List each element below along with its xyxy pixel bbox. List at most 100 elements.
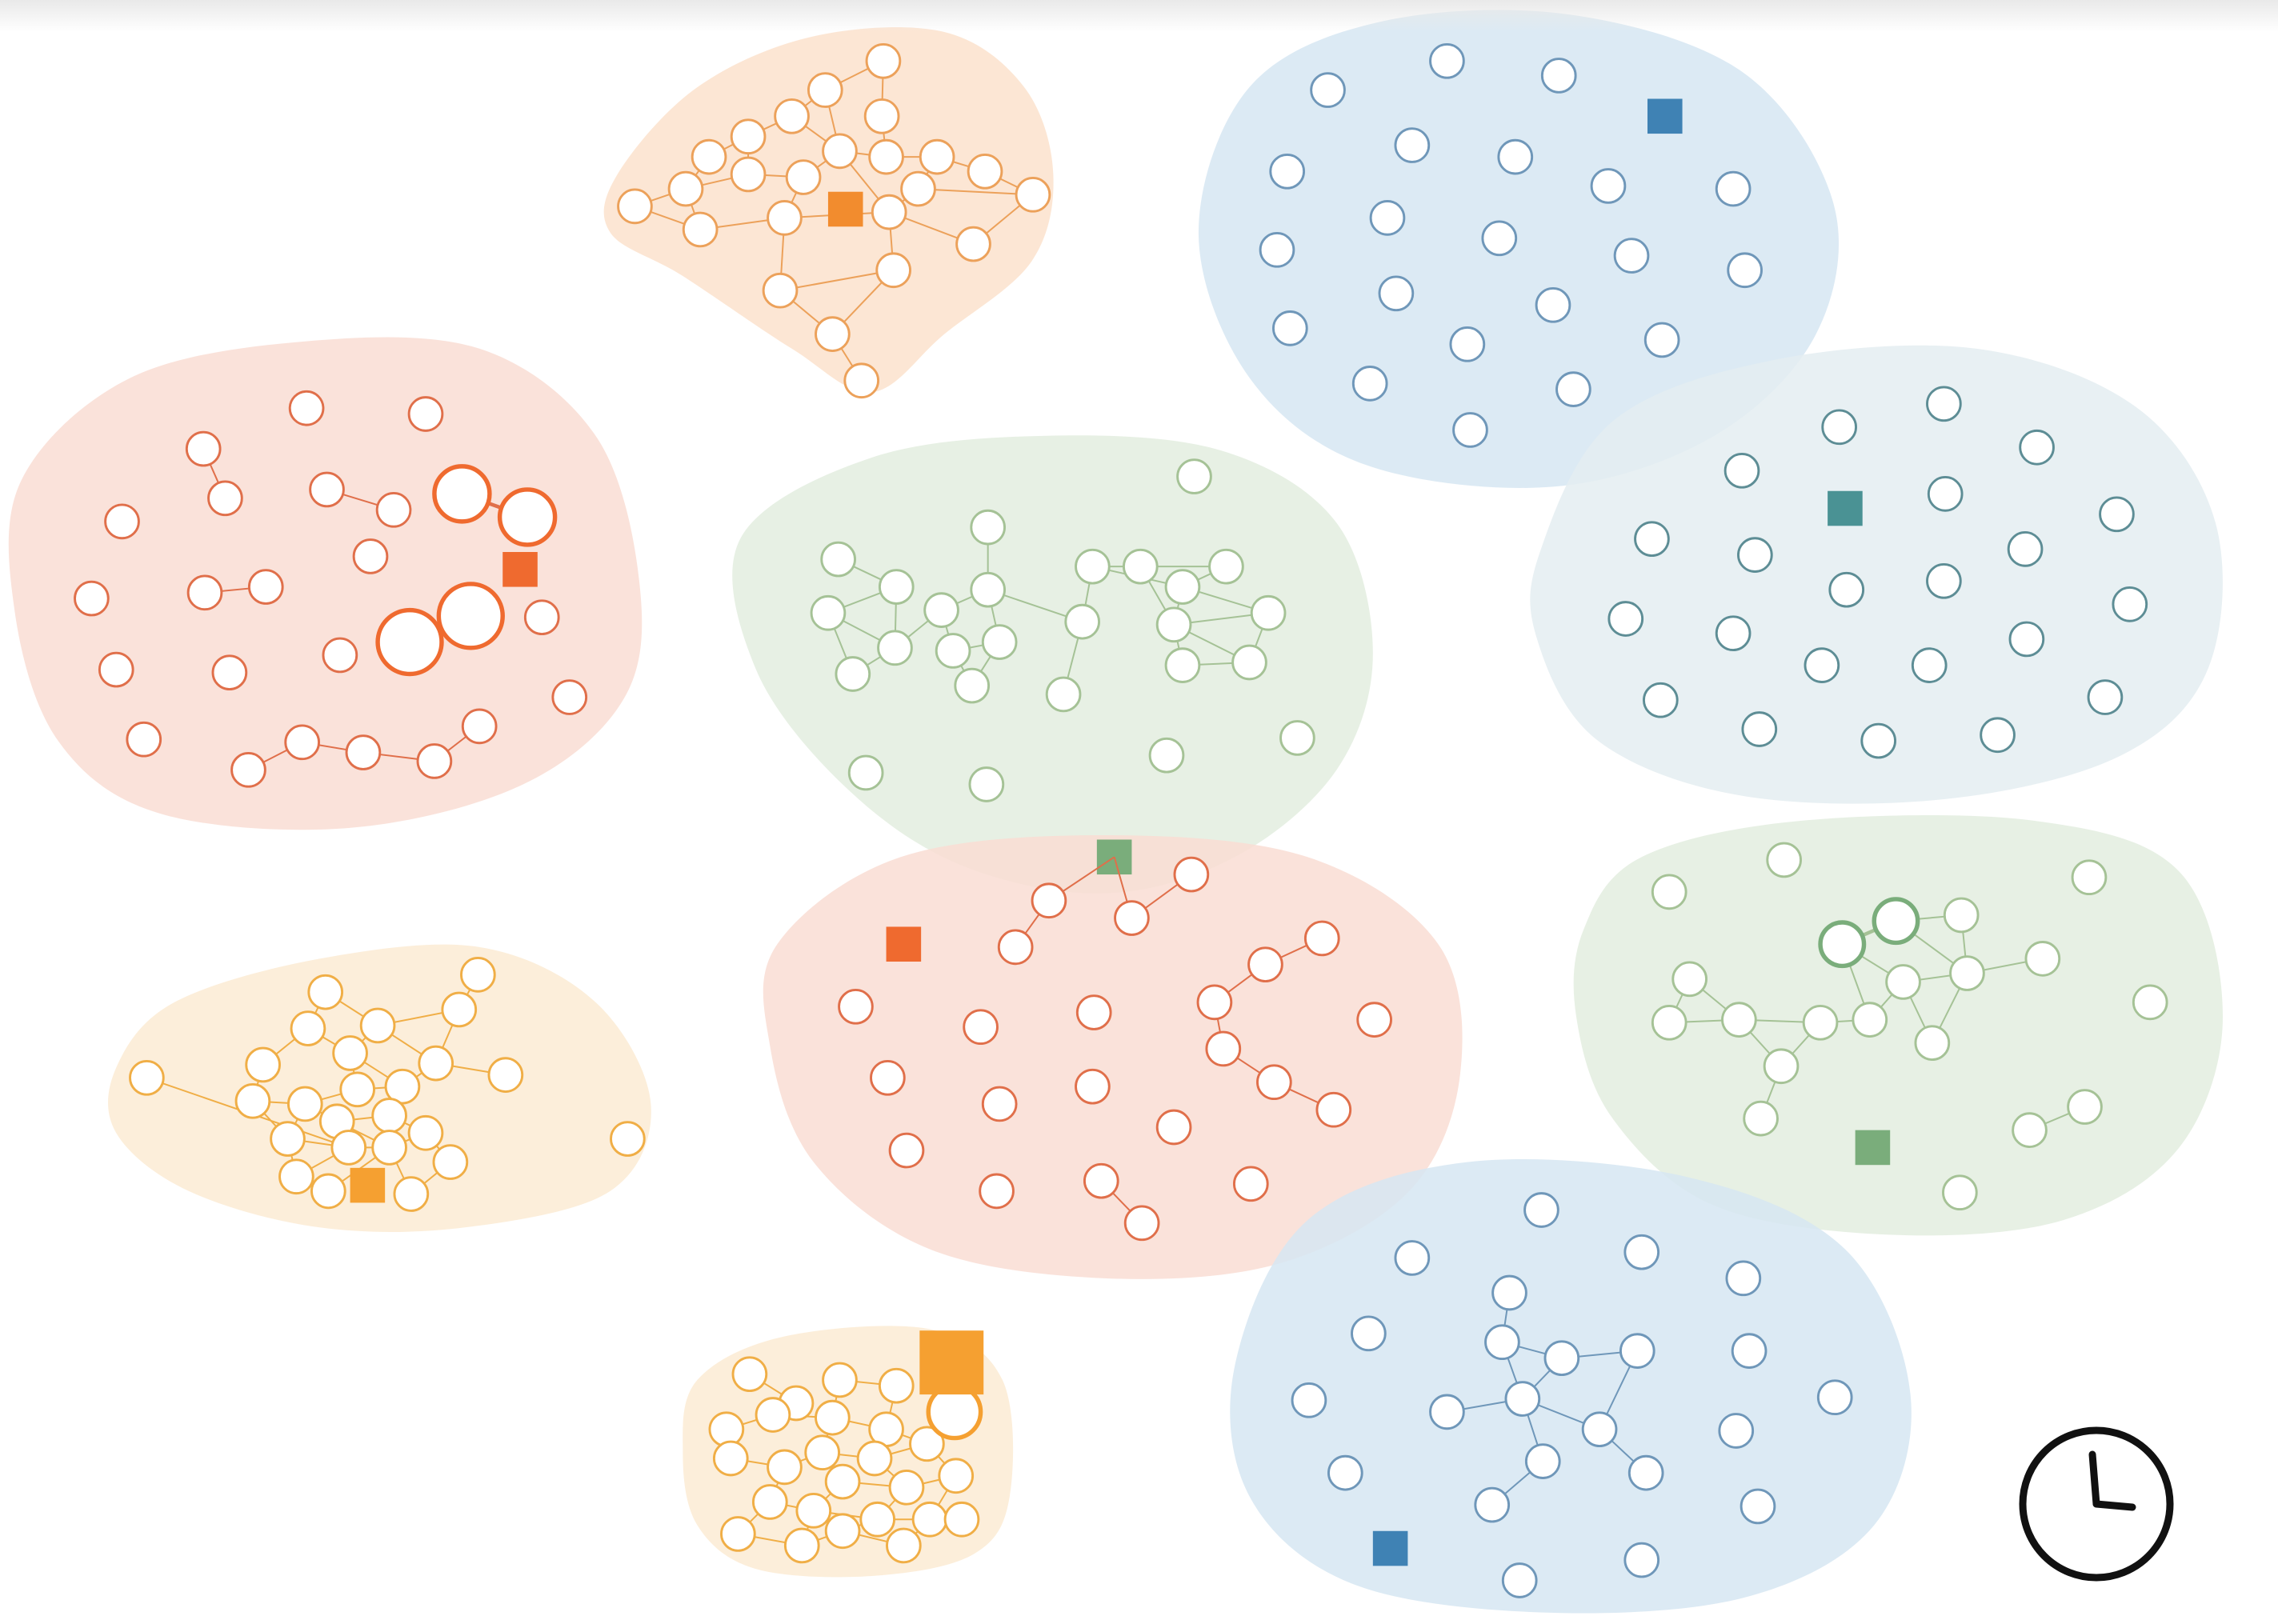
node [981, 1086, 1018, 1122]
node [878, 1367, 915, 1404]
node [1369, 200, 1406, 236]
node [1581, 1411, 1618, 1448]
node [1619, 1333, 1655, 1369]
cluster-graph-blue-bottom [1291, 1192, 1853, 1598]
node [1429, 1394, 1465, 1430]
cluster-graph-amber-bottom [708, 1330, 984, 1564]
node [384, 1068, 421, 1105]
node [919, 138, 955, 175]
node [1721, 1002, 1757, 1038]
node [1715, 615, 1752, 652]
node [286, 1086, 323, 1122]
square-amber [350, 1167, 386, 1203]
square-blue [1647, 98, 1683, 134]
node [979, 1173, 1015, 1210]
node [1114, 900, 1150, 936]
node [1634, 521, 1670, 557]
node [1535, 286, 1571, 323]
node [878, 569, 915, 605]
node [1075, 994, 1112, 1030]
clusters-layer [8, 10, 2224, 1614]
node [310, 1173, 346, 1210]
node [935, 633, 971, 669]
node [730, 156, 767, 193]
node [1802, 1004, 1839, 1041]
node [352, 538, 389, 574]
node [523, 599, 560, 636]
node [1484, 1324, 1520, 1361]
node [923, 592, 959, 628]
node [290, 1010, 326, 1046]
node [1718, 1413, 1755, 1449]
node [822, 133, 858, 170]
node [1075, 548, 1111, 585]
node [1497, 138, 1534, 175]
node [730, 118, 767, 155]
node [783, 1527, 820, 1564]
node [375, 492, 412, 528]
node [432, 1144, 469, 1180]
node [968, 766, 1005, 802]
node [1607, 601, 1644, 637]
node [1164, 647, 1201, 683]
cluster-graph-teal-right [1607, 386, 2148, 759]
node [1926, 386, 1962, 422]
node [1231, 644, 1267, 681]
node [838, 988, 874, 1025]
node [407, 396, 444, 432]
node [1045, 676, 1082, 713]
node [617, 188, 653, 225]
node [815, 1399, 851, 1436]
node [886, 1527, 922, 1564]
node [1943, 897, 1980, 934]
node-highlighted [497, 487, 558, 547]
node [1291, 1382, 1327, 1418]
node [767, 1449, 803, 1486]
node [1394, 127, 1431, 163]
node [1279, 720, 1315, 756]
square-coral [502, 551, 538, 587]
node [822, 1362, 858, 1398]
node [284, 724, 320, 761]
node [126, 721, 162, 758]
cluster-blue-bottom [1230, 1159, 1912, 1614]
node [785, 159, 822, 195]
node [1303, 920, 1340, 957]
node [359, 1007, 396, 1044]
node [997, 929, 1034, 966]
node [667, 170, 704, 207]
node [245, 1046, 281, 1083]
node [712, 1440, 749, 1477]
node [967, 153, 1003, 190]
node [859, 1501, 896, 1538]
cluster-sage-right [1573, 815, 2224, 1236]
node [2087, 679, 2124, 715]
node [1651, 1004, 1687, 1041]
node [1623, 1542, 1660, 1578]
node [1651, 874, 1687, 910]
node [1173, 856, 1210, 893]
node-highlighted [432, 464, 492, 524]
node [1504, 1381, 1541, 1417]
node [322, 637, 358, 674]
node [186, 574, 223, 611]
node [1015, 176, 1051, 213]
node [774, 98, 810, 134]
node [309, 471, 345, 508]
node [1075, 1068, 1111, 1105]
cluster-coral-left [8, 337, 643, 830]
node [970, 571, 1007, 608]
node [708, 1411, 745, 1448]
node [441, 991, 478, 1028]
node [1351, 366, 1388, 402]
node [2099, 496, 2135, 533]
node [129, 1059, 165, 1096]
node [1926, 562, 1962, 599]
node [835, 656, 871, 692]
cluster-region [1573, 815, 2224, 1236]
node [824, 1463, 861, 1500]
node [1671, 961, 1707, 998]
node [278, 1158, 314, 1195]
cluster-graph-blue-top [1259, 42, 1763, 448]
